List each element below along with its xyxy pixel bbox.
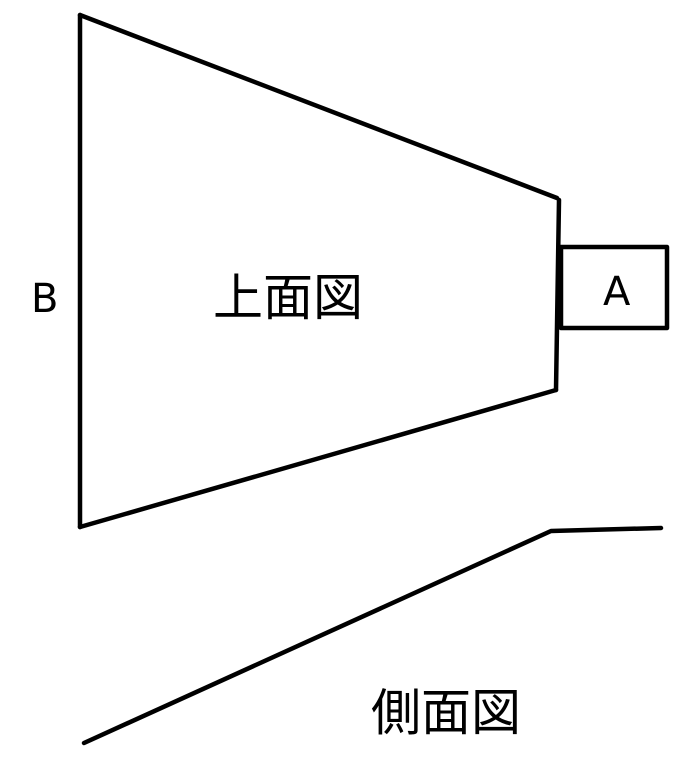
label-b: B xyxy=(31,276,58,322)
side-view-line xyxy=(81,525,664,746)
top-view-label: 上面図 xyxy=(213,269,363,327)
side-view-label: 側面図 xyxy=(371,684,521,742)
box-a xyxy=(558,244,670,331)
top-view-trapezoid xyxy=(77,12,562,530)
trapezoid-top-edge xyxy=(77,12,560,201)
label-a: A xyxy=(603,269,631,315)
trapezoid-right-edge xyxy=(553,197,562,393)
trapezoid-bottom-edge xyxy=(77,387,559,530)
